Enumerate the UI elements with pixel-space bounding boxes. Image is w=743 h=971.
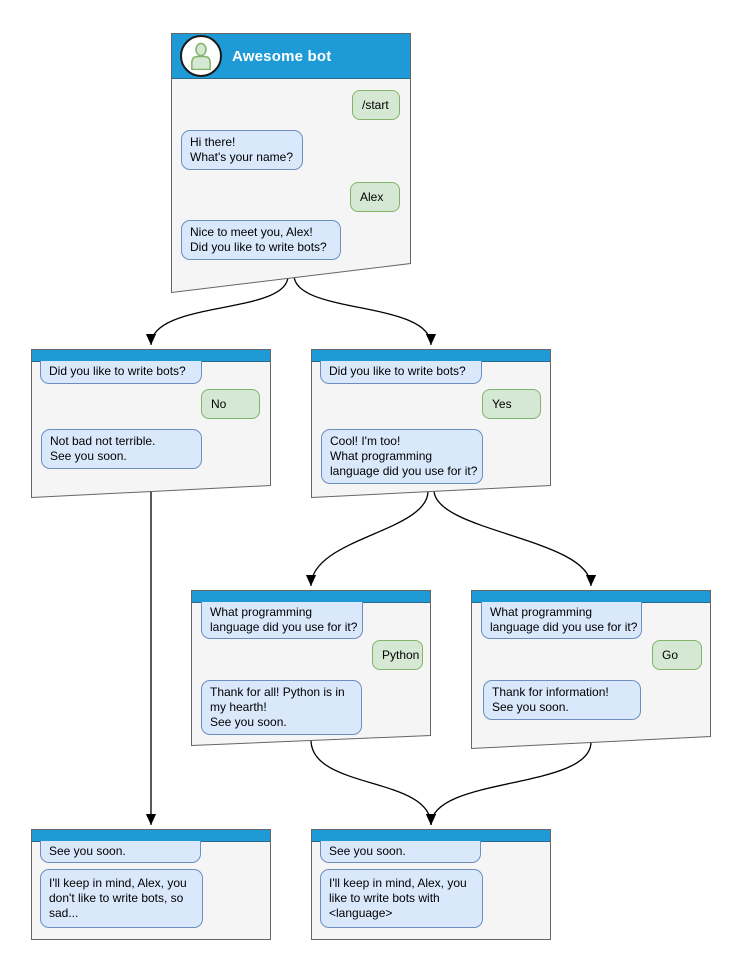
avatar [180, 35, 222, 77]
bot-message-bubble: Thank for all! Python is in my hearth! S… [201, 680, 362, 735]
chat-window-end-language: See you soon. I'll keep in mind, Alex, y… [311, 829, 551, 940]
flow-arrow-go-to-end [425, 741, 592, 826]
bot-message-bubble: What programming language did you use fo… [481, 602, 642, 639]
chat-window-end-no: See you soon. I'll keep in mind, Alex, y… [31, 829, 271, 940]
user-message-bubble: Go [652, 640, 702, 670]
window-title: Awesome bot [232, 47, 332, 65]
bot-message-bubble: Not bad not terrible. See you soon. [41, 429, 202, 469]
user-message-bubble: Python [372, 640, 423, 670]
bot-message-bubble: I'll keep in mind, Alex, you like to wri… [320, 869, 483, 928]
bot-message-bubble: Cool! I'm too! What programming language… [321, 429, 483, 484]
chat-window-root: Awesome bot /start Hi there! What's your… [171, 33, 411, 293]
user-message-bubble: Yes [482, 389, 541, 419]
bot-message-bubble: Nice to meet you, Alex! Did you like to … [181, 220, 341, 260]
person-icon [191, 42, 211, 70]
bot-message-bubble: Thank for information! See you soon. [483, 680, 641, 720]
bot-message-bubble: See you soon. [40, 841, 201, 863]
bot-message-bubble: See you soon. [320, 841, 481, 863]
chat-window-branch-go: What programming language did you use fo… [471, 590, 711, 749]
flow-arrow-yes-to-python [305, 490, 429, 587]
bot-message-bubble: Hi there! What's your name? [181, 130, 303, 170]
bot-message-bubble: Did you like to write bots? [40, 361, 202, 384]
flow-arrow-python-to-end [310, 739, 437, 826]
window-header: Awesome bot [172, 34, 410, 79]
flow-arrow-yes-to-go [433, 489, 597, 587]
chat-window-branch-python: What programming language did you use fo… [191, 590, 431, 746]
user-message-bubble: Alex [350, 182, 400, 212]
chat-window-branch-yes: Did you like to write bots? Yes Cool! I'… [311, 349, 551, 498]
bot-message-bubble: I'll keep in mind, Alex, you don't like … [40, 869, 203, 928]
user-message-bubble: /start [352, 90, 400, 120]
bot-message-bubble: What programming language did you use fo… [201, 602, 363, 639]
bot-message-bubble: Did you like to write bots? [320, 361, 482, 384]
chat-window-branch-no: Did you like to write bots? No Not bad n… [31, 349, 271, 498]
user-message-bubble: No [201, 389, 260, 419]
